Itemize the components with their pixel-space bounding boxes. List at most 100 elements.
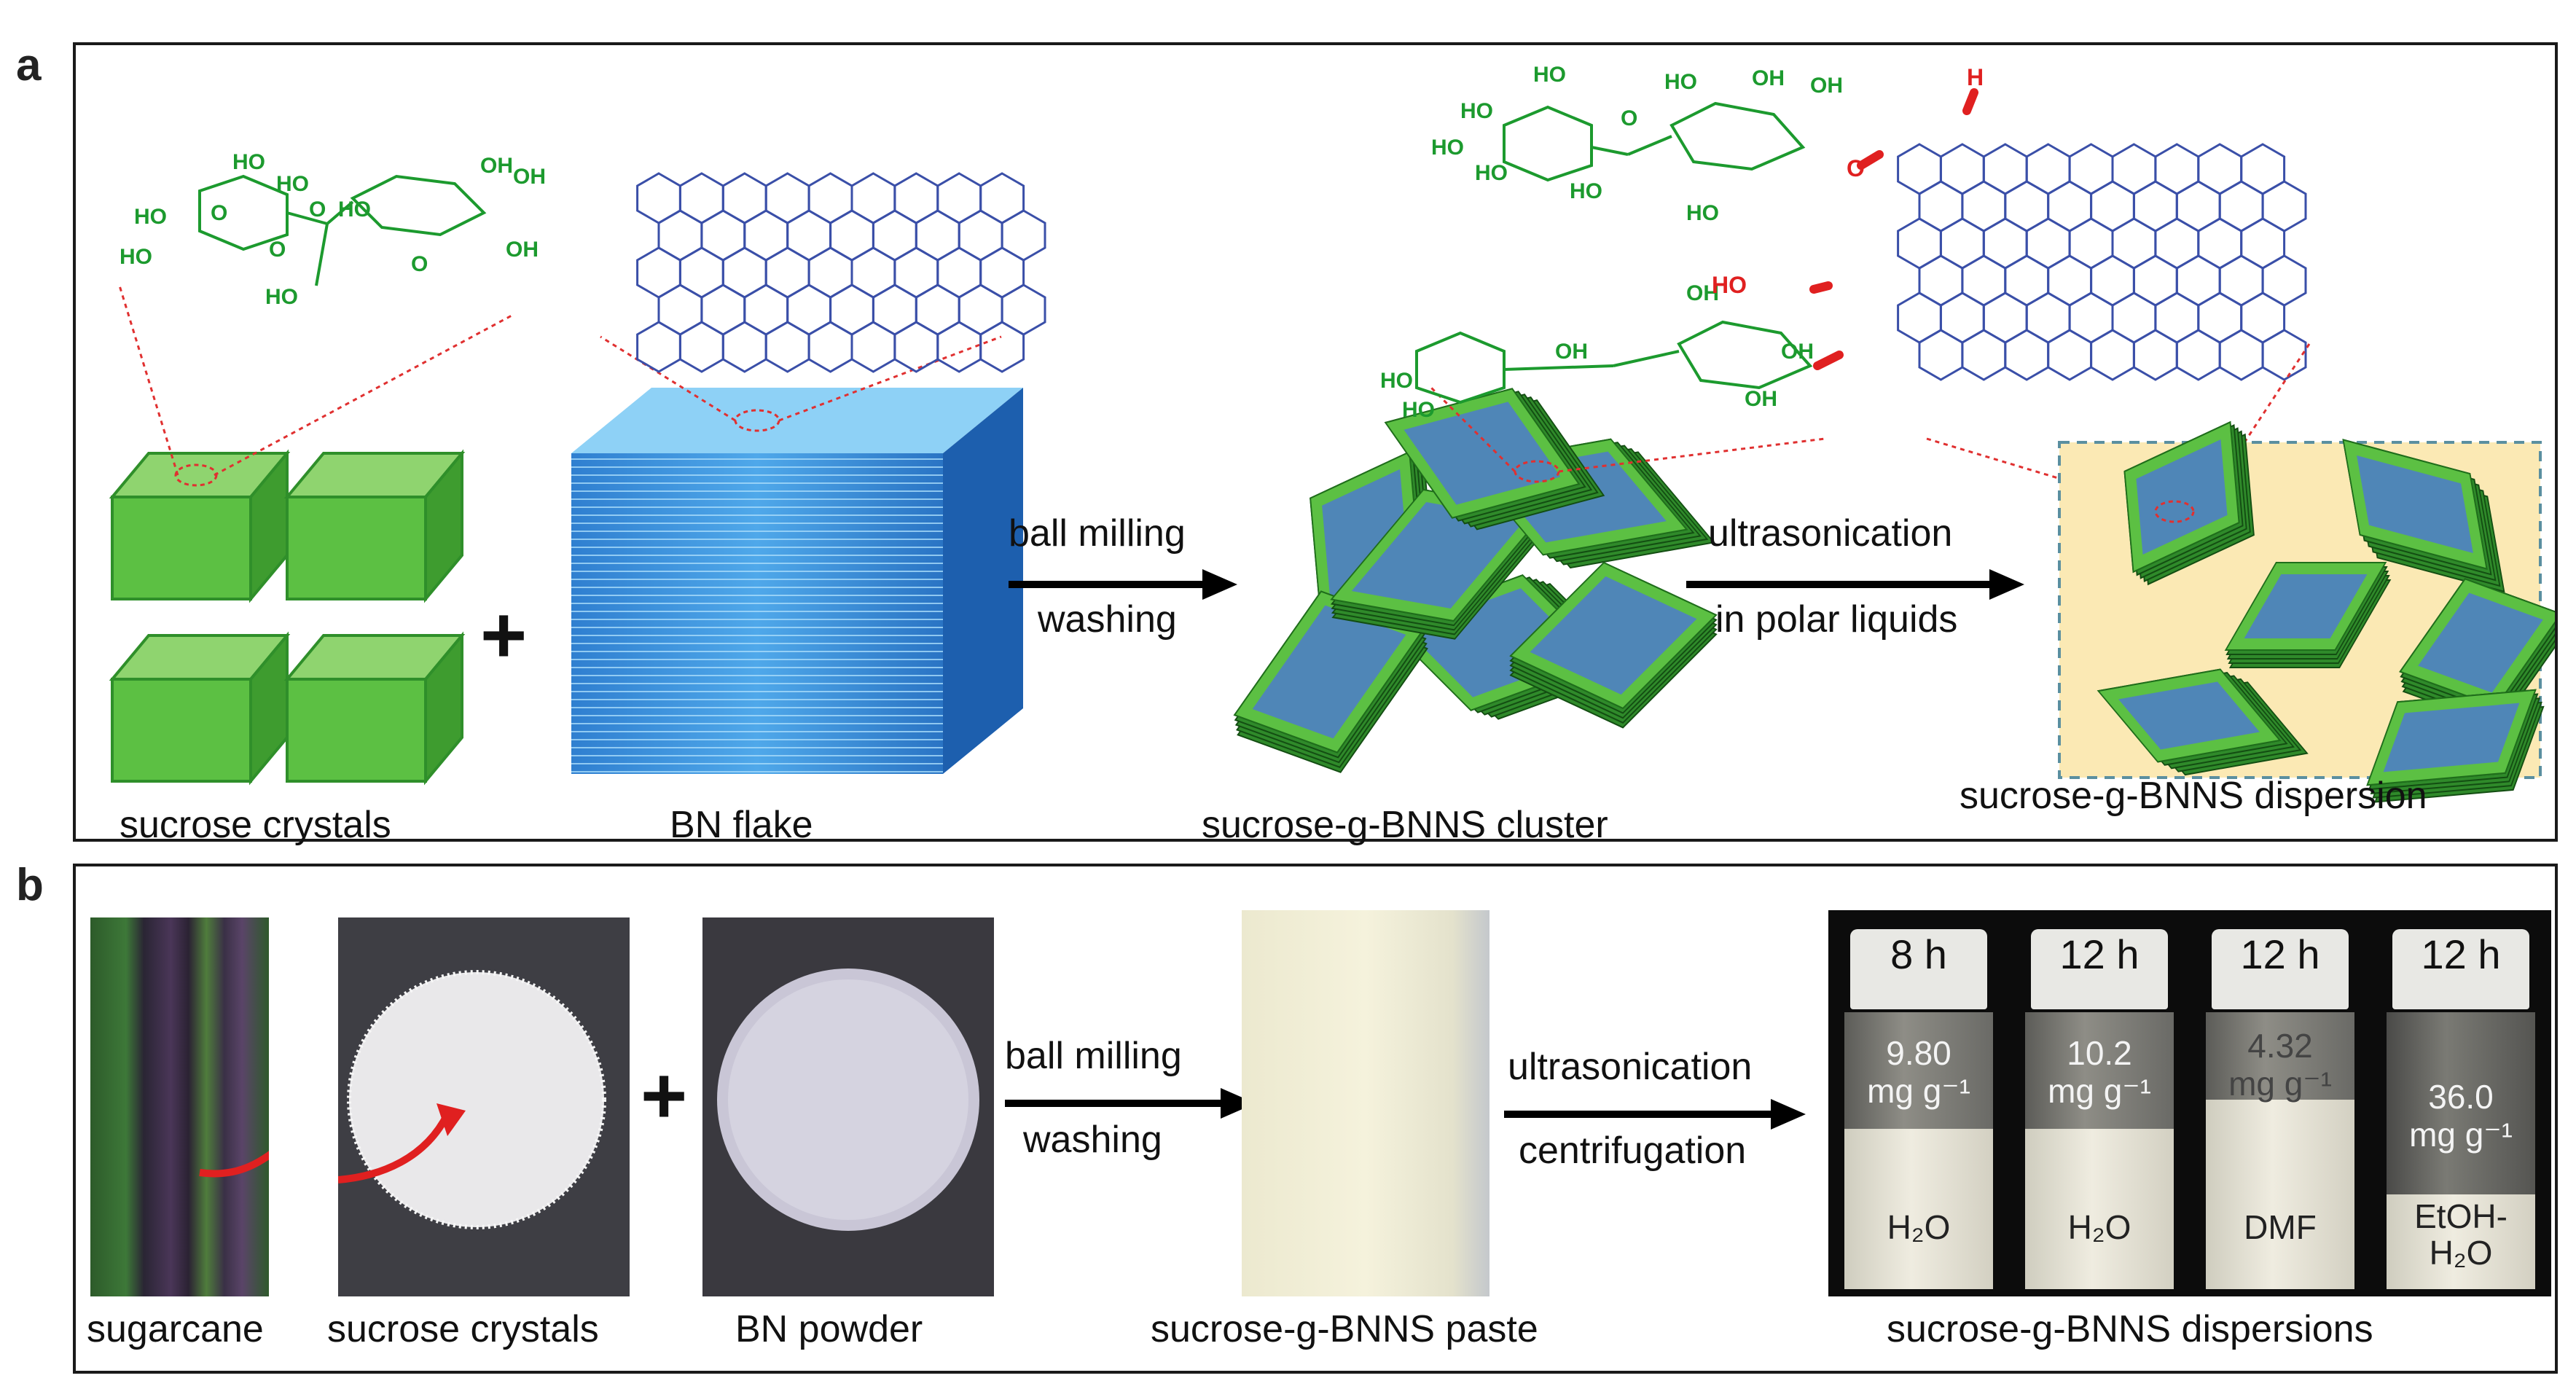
zoom-line (1926, 437, 2146, 506)
svg-text:HO: HO (265, 285, 298, 309)
svg-text:HO: HO (1431, 136, 1464, 160)
bn-powder-disc (717, 968, 979, 1231)
zoom-line (600, 335, 736, 422)
svg-text:HO: HO (1570, 179, 1602, 203)
grafting-atom-labels: OH H O (1712, 64, 1984, 298)
bn-powder-photo (702, 917, 994, 1296)
svg-text:HO: HO (276, 172, 309, 196)
vial-solvent: DMF (2244, 1208, 2317, 1246)
caption-sucrose-crystals: sucrose crystals (327, 1308, 599, 1350)
svg-text:O: O (309, 197, 326, 222)
svg-text:OH: OH (513, 165, 546, 189)
vial-solvent: H₂O (2429, 1234, 2493, 1272)
bnns-sheet (2224, 562, 2392, 668)
vial-time: 12 h (2059, 931, 2140, 977)
svg-text:HO: HO (1686, 201, 1719, 225)
svg-text:HO: HO (1380, 369, 1413, 393)
sheet-cluster (1233, 388, 1718, 773)
vial-time: 12 h (2240, 931, 2320, 977)
svg-text:OH: OH (1555, 340, 1588, 364)
caption-sucrose-crystals: sucrose crystals (120, 804, 391, 846)
svg-text:HO: HO (134, 205, 167, 229)
bnns-sheet (2366, 689, 2545, 803)
plus-sign: + (641, 1051, 688, 1140)
sugarcane-arrow (199, 1151, 269, 1178)
bnns-sheet (2342, 439, 2505, 593)
svg-text:O: O (411, 252, 428, 276)
step-label: ball milling (1009, 512, 1186, 555)
svg-text:OH: OH (506, 238, 539, 262)
svg-text:H: H (1967, 64, 1984, 90)
svg-text:OH: OH (1686, 281, 1719, 305)
bnns-sheet (1233, 590, 1428, 773)
vial: 12 h 4.32 mg g⁻¹ DMF (2190, 910, 2371, 1296)
step-label: in polar liquids (1715, 598, 1958, 641)
vial-concentration-unit: mg g⁻¹ (1867, 1072, 1970, 1110)
svg-text:HO: HO (1533, 63, 1566, 87)
caption-paste: sucrose-g-BNNS paste (1151, 1308, 1538, 1350)
caption-bn-flake: BN flake (670, 804, 813, 846)
vial-concentration-unit: mg g⁻¹ (2228, 1065, 2332, 1103)
caption-dispersions: sucrose-g-BNNS dispersions (1887, 1308, 2373, 1350)
svg-text:HO: HO (232, 150, 265, 174)
grafted-bn-lattice (1897, 143, 2307, 381)
vial-concentration: 4.32 (2247, 1027, 2313, 1065)
sugarcane-photo (90, 917, 269, 1296)
zoom-line (1430, 386, 1516, 473)
svg-text:OH: OH (1810, 74, 1843, 98)
sucrose-cube (109, 449, 291, 603)
svg-text:HO: HO (1664, 70, 1697, 94)
svg-text:OH: OH (480, 154, 513, 178)
zoom-line (118, 285, 179, 476)
sucrose-cube (109, 631, 291, 786)
sucrose-cubes (109, 449, 466, 786)
vial-solvent: EtOH- (2414, 1197, 2508, 1235)
vial: 12 h 10.2 mg g⁻¹ H₂O (2009, 910, 2190, 1296)
caption-cluster: sucrose-g-BNNS cluster (1202, 804, 1608, 846)
step-label: ultrasonication (1508, 1046, 1753, 1088)
caption-bn-powder: BN powder (735, 1308, 923, 1350)
vial: 8 h 9.80 mg g⁻¹ H₂O (1828, 910, 2009, 1296)
sucrose-pile (338, 970, 606, 1229)
sucrose-cube (283, 449, 466, 603)
svg-text:O: O (1847, 155, 1865, 181)
process-arrow (1686, 569, 2024, 600)
vial-time: 8 h (1890, 931, 1947, 977)
bnns-sheet (2399, 578, 2555, 727)
grafted-sucrose-molecules (1415, 101, 1813, 404)
sucrose-cube (283, 631, 466, 786)
svg-text:O: O (269, 238, 286, 262)
svg-text:HO: HO (1402, 398, 1435, 422)
step-label: washing (1038, 598, 1177, 641)
zoom-line (1558, 437, 1825, 473)
svg-text:O: O (211, 201, 227, 225)
vial-solvent: H₂O (2067, 1208, 2131, 1246)
zoom-line (214, 313, 514, 477)
svg-text:OH: OH (1781, 340, 1814, 364)
svg-text:OH: OH (1752, 66, 1785, 90)
sucrose-crystals-photo (338, 917, 630, 1296)
svg-text:O: O (1621, 106, 1637, 130)
bnns-sheet (2097, 668, 2309, 776)
vial: 12 h 36.0 mg g⁻¹ EtOH- H₂O (2371, 910, 2551, 1296)
svg-text:HO: HO (1475, 161, 1508, 185)
process-arrow (1009, 569, 1237, 600)
caption-dispersion: sucrose-g-BNNS dispersion (1960, 775, 2427, 817)
svg-text:HO: HO (338, 197, 371, 222)
bn-lattice (636, 172, 1046, 373)
panel-b: b + ball milling washing ultrasonication… (16, 860, 2558, 1374)
vial-concentration: 10.2 (2067, 1034, 2132, 1072)
zoom-circle (2154, 500, 2195, 523)
vial-concentration: 9.80 (1886, 1034, 1951, 1072)
paste-photo (1242, 910, 1489, 1296)
process-arrow (1504, 1099, 1806, 1130)
svg-text:HO: HO (120, 245, 152, 269)
svg-text:OH: OH (1745, 387, 1777, 411)
svg-text:HO: HO (1460, 99, 1493, 123)
step-label: ultrasonication (1708, 512, 1953, 555)
vial-concentration-unit: mg g⁻¹ (2048, 1072, 2151, 1110)
vial-concentration-unit: mg g⁻¹ (2409, 1116, 2513, 1154)
